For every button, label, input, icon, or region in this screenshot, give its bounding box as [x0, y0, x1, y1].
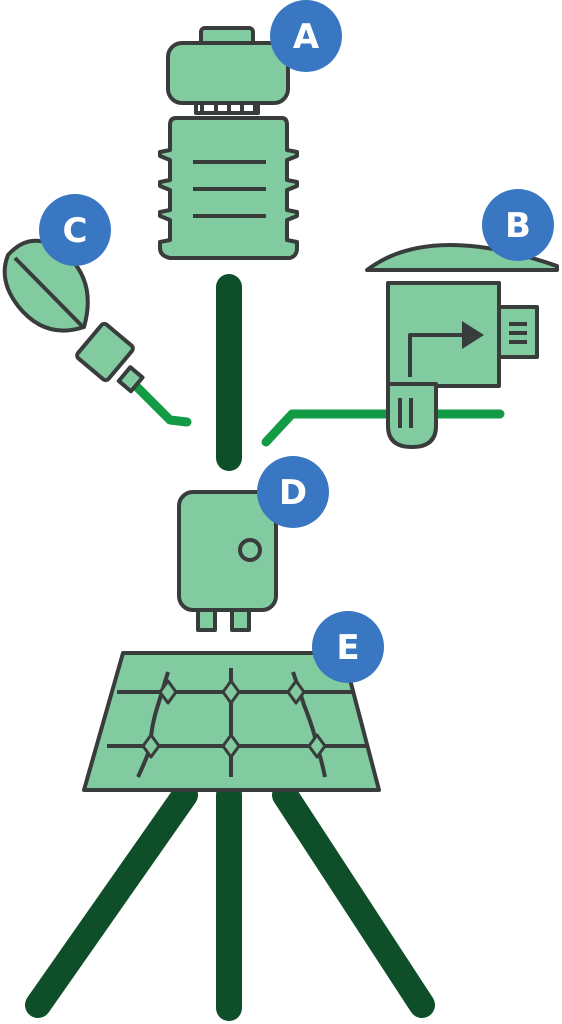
- solar-panel-icon: [82, 651, 381, 792]
- data-logger-box-icon: [177, 490, 278, 632]
- badge-c-label: C: [63, 211, 88, 251]
- cable-left: [128, 378, 192, 427]
- badge-b: B: [482, 189, 554, 261]
- tripod-icon: [25, 782, 435, 1021]
- badge-d: D: [257, 456, 329, 528]
- badge-e-label: E: [336, 628, 359, 668]
- badge-a-label: A: [293, 17, 320, 57]
- badge-c: C: [39, 194, 111, 266]
- cable-right: [261, 409, 505, 447]
- leaf-wetness-sensor-icon: [2, 238, 145, 394]
- radiation-shield-sensor-icon: [158, 26, 299, 260]
- badge-d-label: D: [279, 473, 307, 513]
- badge-a: A: [270, 0, 342, 72]
- badge-e: E: [312, 611, 384, 683]
- badge-b-label: B: [505, 206, 531, 246]
- rain-gauge-sensor-icon: [365, 242, 559, 449]
